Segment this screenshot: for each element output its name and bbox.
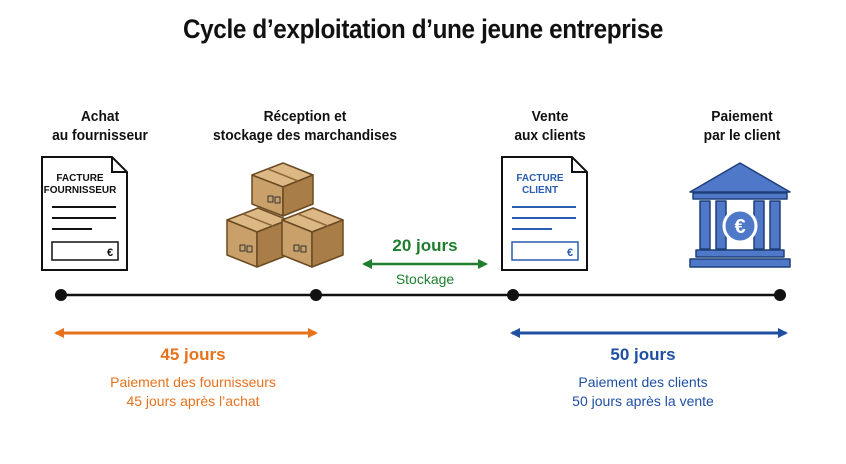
client-invoice-currency: € bbox=[567, 247, 573, 259]
timeline-node-storage bbox=[310, 289, 322, 301]
step-label-payment: Paiement par le client bbox=[703, 108, 781, 144]
client-invoice-title-2: CLIENT bbox=[522, 185, 558, 196]
client-days: 50 jours bbox=[610, 345, 676, 364]
supplier-invoice-title-1: FACTURE bbox=[56, 173, 104, 184]
client-payment-text: Paiement des clients 50 jours après la v… bbox=[572, 374, 714, 409]
timeline-node-sale bbox=[507, 289, 519, 301]
timeline-node-purchase bbox=[55, 289, 67, 301]
supplier-payment-text: Paiement des fournisseurs 45 jours après… bbox=[110, 374, 276, 409]
supplier-invoice-title-2: FOURNISSEUR bbox=[44, 185, 118, 196]
step-label-purchase: Achat au fournisseur bbox=[52, 108, 148, 144]
timeline bbox=[55, 289, 786, 301]
timeline-node-payment bbox=[774, 289, 786, 301]
client-invoice-title-1: FACTURE bbox=[516, 173, 564, 184]
supplier-invoice-icon: FACTURE FOURNISSEUR € bbox=[41, 156, 128, 271]
client-invoice-icon: FACTURE CLIENT € bbox=[501, 156, 588, 271]
page-title: Cycle d’exploitation d’une jeune entrepr… bbox=[182, 14, 664, 44]
bank-icon: € bbox=[689, 162, 791, 268]
bank-euro-symbol: € bbox=[734, 216, 745, 238]
storage-label: Stockage bbox=[395, 271, 455, 287]
supplier-invoice-currency: € bbox=[107, 247, 113, 259]
storage-days: 20 jours bbox=[392, 236, 458, 255]
step-label-storage: Réception et stockage des marchandises bbox=[212, 108, 398, 144]
supplier-days: 45 jours bbox=[160, 345, 226, 364]
boxes-icon bbox=[226, 162, 344, 268]
step-label-sale: Vente aux clients bbox=[514, 108, 586, 144]
